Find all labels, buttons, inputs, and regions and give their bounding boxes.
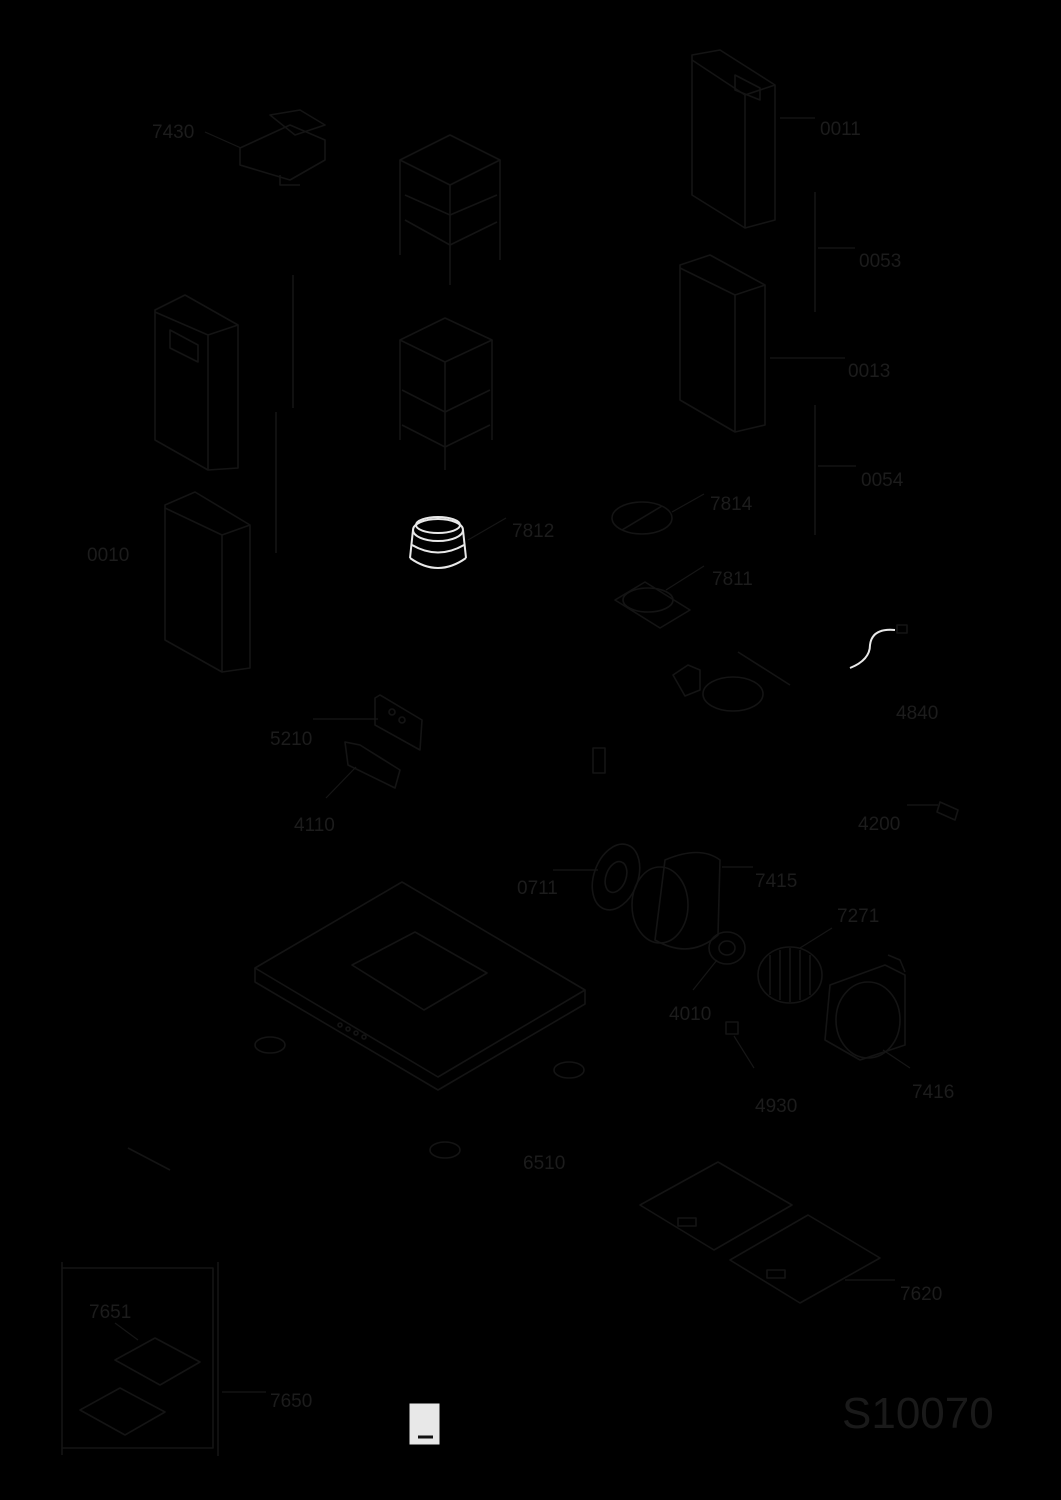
part-lower-frame (399, 317, 493, 470)
part-0011-upper-chimney (691, 49, 776, 229)
part-4840-plug (896, 624, 908, 634)
part-7620-filters (639, 1161, 881, 1304)
label-7416: 7416 (912, 1082, 954, 1103)
part-hood-canopy (254, 881, 586, 1091)
part-7271-impeller (757, 946, 823, 1004)
part-7811-flange (614, 581, 691, 629)
leader-7651 (114, 1322, 139, 1341)
part-4930-sensor (725, 1021, 739, 1035)
part-7650-filter-kit (61, 1262, 219, 1456)
part-0010-chimney-set (154, 275, 294, 673)
label-0054: 0054 (861, 470, 904, 491)
leader-7811 (665, 565, 705, 591)
leader-4930 (733, 1035, 755, 1069)
label-4110: 4110 (294, 815, 335, 836)
leader-7814 (671, 493, 705, 513)
part-7415-housing (631, 851, 721, 950)
label-7811: 7811 (712, 569, 753, 590)
part-7416-blower (824, 954, 906, 1061)
label-6510: 6510 (523, 1153, 565, 1174)
label-4010: 4010 (669, 1004, 711, 1025)
label-0013: 0013 (848, 361, 890, 382)
leader-7430 (204, 131, 242, 149)
label-7814: 7814 (710, 494, 753, 515)
label-0010: 0010 (87, 545, 129, 566)
part-6510-caps (127, 1036, 585, 1171)
part-4110-switch (344, 741, 401, 789)
part-5210-board (374, 694, 423, 751)
part-4840-cable (849, 628, 896, 669)
label-4840: 4840 (896, 703, 938, 724)
part-damper-assembly (672, 651, 791, 712)
part-7814-disc (611, 501, 673, 535)
leader-7271 (799, 927, 833, 949)
label-7620: 7620 (900, 1284, 942, 1305)
leader-7416 (882, 1049, 911, 1069)
label-0053: 0053 (859, 251, 901, 272)
part-7812-collar (409, 516, 467, 569)
leader-7812 (467, 517, 507, 541)
label-7430: 7430 (152, 122, 194, 143)
label-4930: 4930 (755, 1096, 797, 1117)
part-0711-plate (591, 843, 641, 911)
label-7812: 7812 (512, 521, 554, 542)
leader-4110 (325, 766, 357, 799)
diagram-code: S10070 (842, 1389, 994, 1438)
part-4200-lamp (936, 801, 959, 821)
part-manual-booklet (409, 1403, 440, 1445)
label-7651: 7651 (89, 1302, 131, 1323)
label-5210: 5210 (270, 729, 312, 750)
part-0013-lower-chimney (679, 254, 766, 433)
part-7430-connector (239, 109, 326, 186)
label-7650: 7650 (270, 1391, 312, 1412)
label-7271: 7271 (837, 906, 879, 927)
label-0711: 0711 (517, 878, 558, 899)
part-4010-motor (708, 931, 746, 965)
label-4200: 4200 (858, 814, 900, 835)
label-0011: 0011 (820, 119, 861, 140)
part-upper-frame (399, 134, 501, 285)
label-7415: 7415 (755, 871, 797, 892)
leader-4010 (692, 959, 718, 991)
part-clip (592, 747, 606, 774)
